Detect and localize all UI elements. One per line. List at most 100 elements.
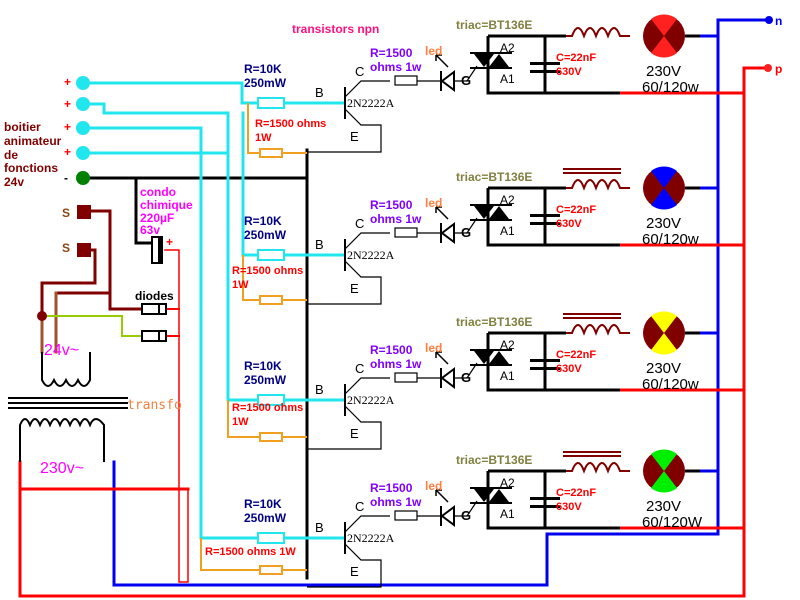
inductor-icon [566, 27, 630, 39]
phase-label: p [775, 62, 782, 76]
secondary-voltage: 24v~ [44, 342, 79, 359]
pin-e: E [350, 564, 359, 579]
led-icon [435, 489, 455, 527]
transistor-model: 2N2222A [347, 531, 395, 545]
pin-g: G [461, 225, 471, 240]
collector-resistor-value: R=1500 [370, 481, 413, 495]
cap-label-4: 63v [140, 223, 160, 237]
lamp-power: 60/120W [642, 514, 703, 531]
phase-terminal[interactable] [764, 64, 772, 72]
pin-g: G [461, 370, 471, 385]
cap-label-1: condo [140, 185, 176, 199]
switch-terminal-1[interactable] [77, 205, 91, 219]
input-terminal-1[interactable] [76, 76, 90, 90]
capacitor-icon [530, 359, 560, 362]
diode-1 [141, 303, 167, 315]
pin-e: E [350, 426, 359, 441]
pin-a2: A2 [500, 476, 515, 490]
lamp-voltage: 230V [646, 215, 681, 232]
pin-c: C [355, 499, 364, 514]
lamp-voltage: 230V [646, 498, 681, 515]
pin-c: C [355, 64, 364, 79]
led-label: led [425, 44, 442, 58]
cap-value: C=22nF [556, 52, 596, 64]
signal-wire-2 [88, 102, 260, 402]
pin-c: C [355, 216, 364, 231]
base-resistor [257, 532, 285, 544]
lamp-icon [643, 449, 685, 493]
cap-label-3: 220µF [140, 211, 174, 225]
transformer [8, 352, 128, 462]
lamp-power: 60/120w [642, 376, 699, 393]
input-terminal-4[interactable] [76, 146, 90, 160]
neutral-terminal[interactable] [765, 16, 773, 24]
svg-text:24v: 24v [4, 175, 24, 189]
emitter-resistor-value: R=1500 ohms [255, 118, 326, 130]
base-resistor-value: R=10K [244, 497, 282, 511]
emitter-resistor [259, 148, 283, 158]
lamp-icon [643, 166, 685, 210]
cap-label-2: chimique [140, 198, 193, 212]
pin-a1: A1 [500, 369, 515, 383]
emitter-resistor-power: 1W [232, 416, 249, 428]
input-terminal-3[interactable] [76, 121, 90, 135]
diodes-label: diodes [135, 289, 174, 303]
led-icon [435, 54, 455, 92]
pin-c: C [355, 361, 364, 376]
cap-value: C=22nF [556, 349, 596, 361]
triac-label: triac=BT136E [456, 18, 532, 32]
switch-label-2: S [62, 241, 70, 255]
led-icon [435, 351, 455, 389]
plus-label-2: + [64, 97, 71, 111]
pin-b: B [315, 382, 324, 397]
ground-terminal[interactable] [76, 171, 90, 185]
cap-polarity: + [166, 235, 173, 249]
switch-wire-2 [40, 248, 97, 318]
primary-voltage: 230v~ [40, 460, 84, 477]
emitter-resistor [259, 432, 283, 442]
collector-resistor-value: R=1500 [370, 198, 413, 212]
collector-resistor-power: ohms 1w [370, 212, 422, 226]
emitter-resistor-value: R=1500 ohms [232, 402, 303, 414]
lamp-voltage: 230V [646, 360, 681, 377]
cap-value: C=22nF [556, 204, 596, 216]
base-resistor-power: 250mW [244, 373, 287, 387]
junction-dot [37, 311, 47, 321]
base-resistor-power: 250mW [244, 228, 287, 242]
signal-wire-1 [88, 81, 260, 105]
plus-label-1: + [64, 75, 71, 89]
electrolytic-capacitor [151, 236, 163, 264]
emitter-resistor [259, 295, 283, 305]
pin-g: G [461, 508, 471, 523]
svg-text:de: de [4, 148, 18, 162]
collector-resistor-power: ohms 1w [370, 495, 422, 509]
pin-a2: A2 [500, 193, 515, 207]
diagram-title: transistors npn [292, 22, 379, 36]
collector-resistor [394, 372, 418, 383]
pin-a1: A1 [500, 224, 515, 238]
cap-value: C=22nF [556, 487, 596, 499]
pin-e: E [350, 281, 359, 296]
cap-voltage: 630V [556, 218, 582, 230]
svg-text:animateur: animateur [4, 134, 62, 148]
pin-b: B [315, 237, 324, 252]
base-resistor [257, 249, 285, 261]
emitter-resistor-power: 1W [232, 279, 249, 291]
triac-label: triac=BT136E [456, 315, 532, 329]
switch-terminal-2[interactable] [77, 243, 91, 257]
capacitor-icon [530, 62, 560, 65]
emitter-resistor-value: R=1500 ohms [232, 265, 303, 277]
lamp-voltage: 230V [646, 63, 681, 80]
collector-resistor [394, 227, 418, 238]
input-terminal-2[interactable] [76, 97, 90, 111]
emitter-resistor-power: 1W [255, 132, 272, 144]
